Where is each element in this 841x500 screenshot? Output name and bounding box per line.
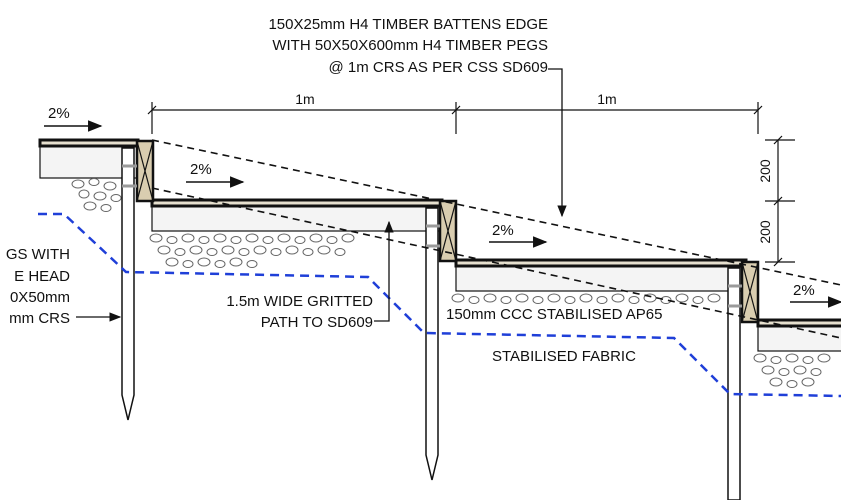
rise-label-1: 200 [757, 159, 773, 183]
dimension-lines [147, 102, 795, 267]
timber-pegs [121, 147, 741, 500]
battens-leader [548, 68, 567, 218]
path-leader [374, 220, 394, 322]
slope-label-2: 2% [190, 161, 212, 178]
timber-battens [135, 139, 760, 324]
pegs-label-line-2: E HEAD [14, 268, 70, 285]
path-label-line-1: 1.5m WIDE GRITTED [226, 293, 373, 310]
annotations: 150X25mm H4 TIMBER BATTENS EDGE WITH 50X… [6, 16, 815, 365]
pegs-label-line-1: GS WITH [6, 246, 70, 263]
fabric-label: STABILISED FABRIC [492, 348, 636, 365]
spacing-label-2: 1m [597, 91, 616, 107]
leader-lines [76, 68, 567, 322]
batten-2 [438, 199, 458, 263]
base-layer-step-2 [151, 205, 443, 232]
battens-label-line-2: WITH 50X50X600mm H4 TIMBER PEGS [272, 37, 548, 54]
pegs-label-line-4: mm CRS [9, 310, 70, 327]
slope-label-1: 2% [48, 105, 70, 122]
slope-arrows [44, 120, 841, 308]
base-layer-step-3 [455, 265, 747, 292]
peg-3 [727, 267, 741, 500]
gravel-subbase [71, 178, 831, 388]
spacing-label-1: 1m [295, 91, 314, 107]
pegs-label-line-3: 0X50mm [10, 289, 70, 306]
stabilised-fabric-line [38, 212, 841, 398]
path-label-line-2: PATH TO SD609 [261, 314, 373, 331]
path-surface-step-1 [38, 138, 140, 148]
rise-label-2: 200 [757, 220, 773, 244]
peg-1 [121, 147, 135, 421]
path-surface-step-3 [454, 258, 748, 268]
battens-label-line-3: @ 1m CRS AS PER CSS SD609 [329, 59, 548, 76]
path-surface-step-2 [150, 198, 444, 208]
grade-lines [151, 139, 841, 339]
batten-1 [135, 139, 155, 203]
slope-label-4: 2% [793, 282, 815, 299]
batten-3 [740, 260, 760, 324]
battens-label-line-1: 150X25mm H4 TIMBER BATTENS EDGE [268, 16, 548, 33]
ap65-label: 150mm CCC STABILISED AP65 [446, 306, 662, 323]
path-surface-step-4 [756, 318, 841, 328]
peg-2 [425, 207, 439, 481]
slope-label-3: 2% [492, 222, 514, 239]
batten-fixings [122, 164, 742, 308]
